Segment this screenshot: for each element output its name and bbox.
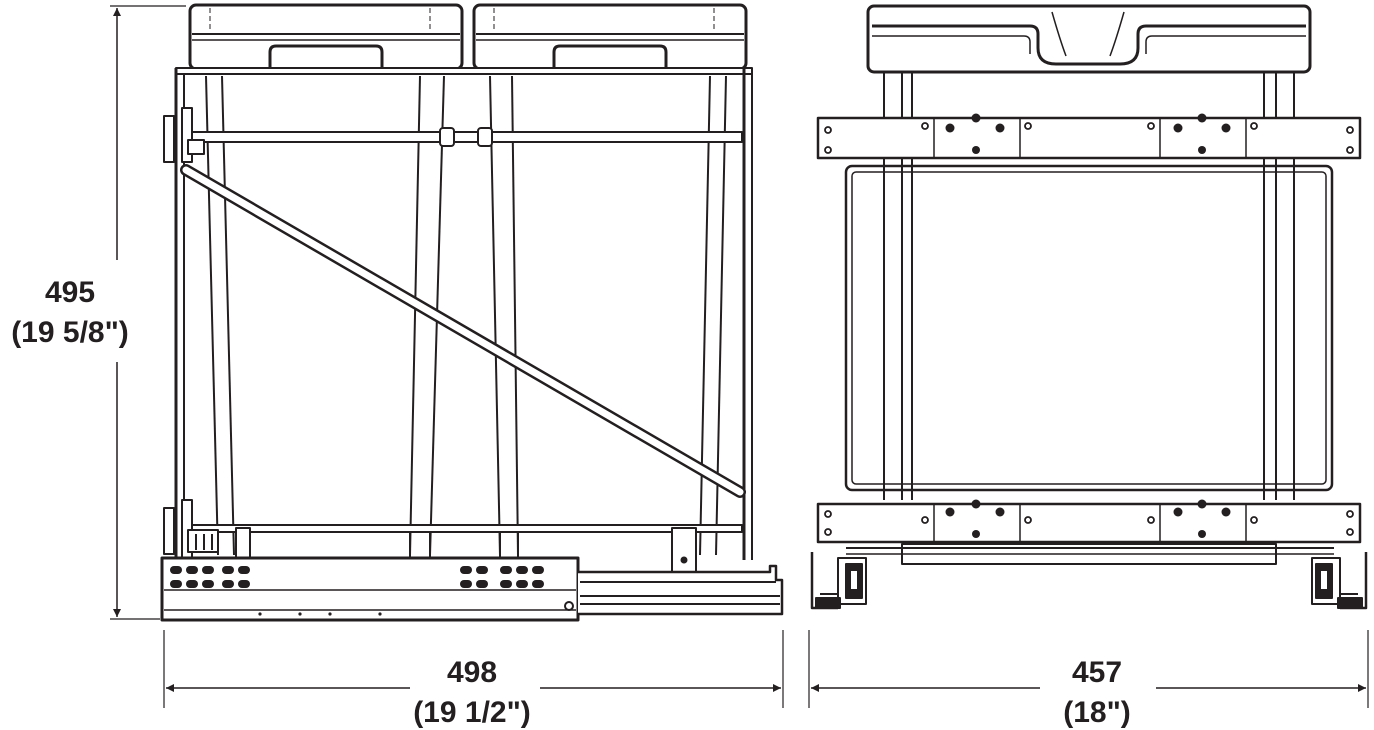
depth-dimension: 498 (19 1/2") bbox=[163, 630, 784, 729]
upper-bar bbox=[185, 127, 743, 147]
right-bin-lid bbox=[472, 3, 748, 71]
front-bin-lid bbox=[866, 4, 1312, 74]
basket-frame bbox=[844, 164, 1334, 492]
depth-mm-label: 498 bbox=[447, 656, 497, 689]
front-view bbox=[810, 4, 1368, 610]
height-inch-label: (19 5/8") bbox=[11, 316, 129, 349]
slide-holes bbox=[170, 566, 544, 616]
left-bin-body bbox=[205, 75, 445, 556]
side-view bbox=[160, 3, 784, 622]
top-rail bbox=[175, 67, 753, 75]
depth-inch-label: (19 1/2") bbox=[413, 696, 531, 729]
top-mounting-plate bbox=[816, 113, 1362, 160]
right-slide-foot bbox=[1311, 552, 1368, 610]
bottom-mounting-plate bbox=[816, 499, 1362, 544]
drawer-slide bbox=[160, 556, 580, 622]
width-inch-label: (18") bbox=[1063, 696, 1131, 729]
height-dimension: 495 (19 5/8") bbox=[11, 5, 186, 620]
height-mm-label: 495 bbox=[45, 276, 95, 309]
width-dimension: 457 (18") bbox=[808, 630, 1369, 729]
diagonal-brace bbox=[180, 164, 746, 498]
lower-bar bbox=[185, 524, 743, 533]
drawer-slide-extension bbox=[578, 564, 784, 616]
right-bin-body bbox=[489, 75, 727, 556]
left-bin-lid bbox=[188, 3, 464, 71]
left-slide-foot bbox=[810, 552, 867, 610]
width-mm-label: 457 bbox=[1072, 656, 1122, 689]
